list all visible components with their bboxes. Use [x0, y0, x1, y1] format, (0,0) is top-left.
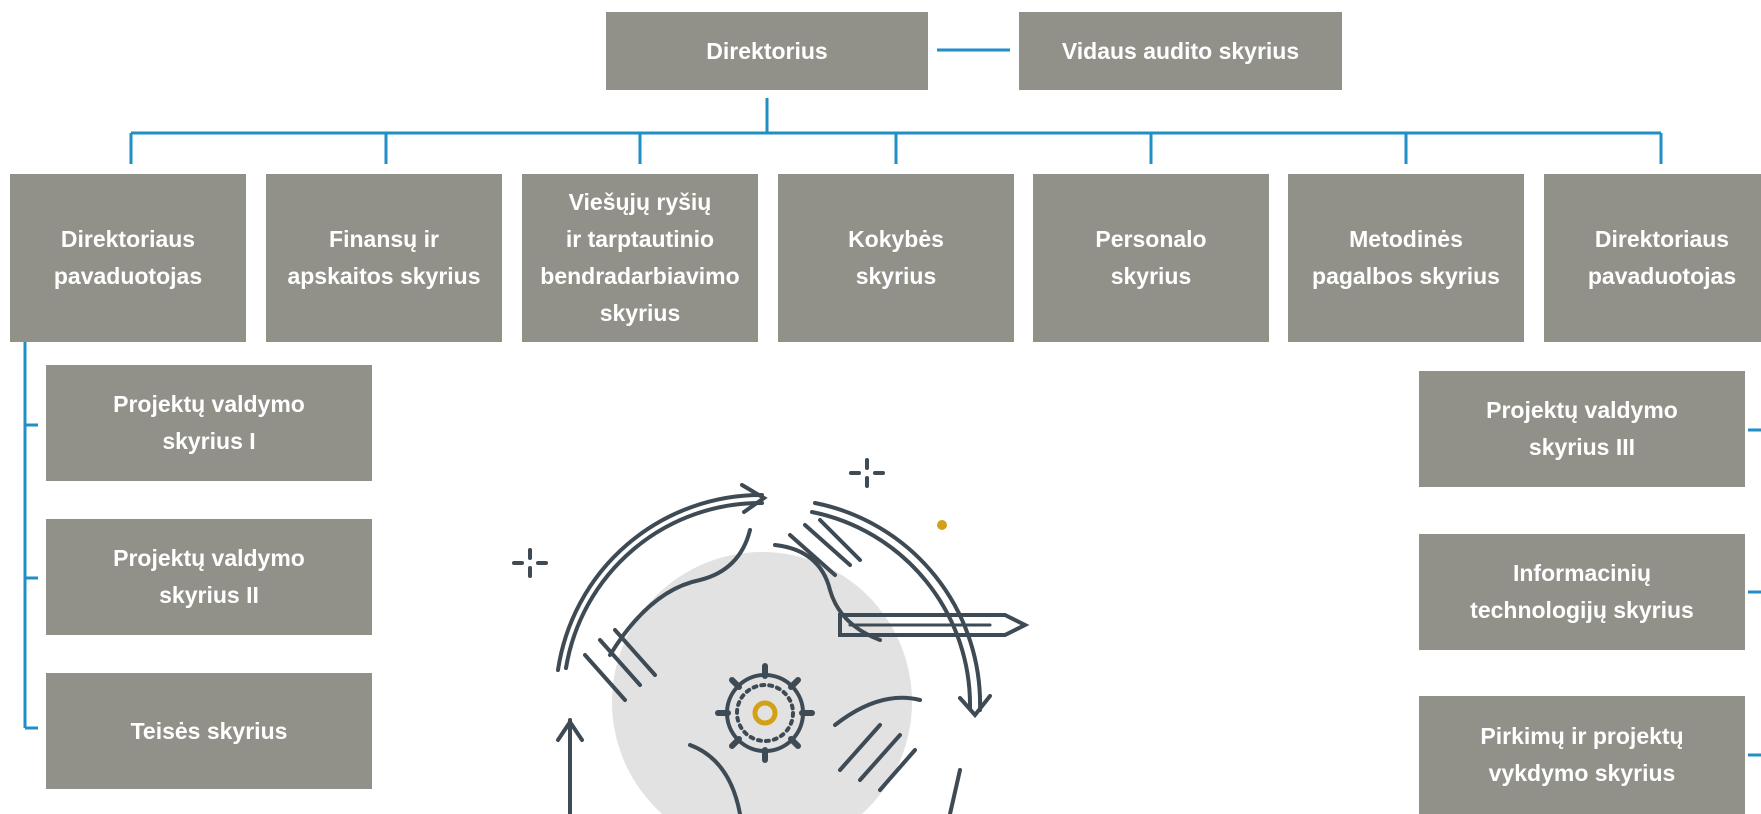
department-label: Projektų valdymo skyrius II: [113, 545, 305, 608]
department-label: Pirkimų ir projektų vykdymo skyrius: [1480, 723, 1684, 786]
department-label: Projektų valdymo skyrius III: [1486, 397, 1678, 460]
deputy-director-box-right: Direktoriaus pavaduotojas: [1544, 174, 1761, 342]
department-label: Kokybės skyrius: [848, 226, 944, 289]
hand-icon: [608, 528, 752, 657]
hand-icon: [583, 628, 657, 702]
internal-audit-box: Vidaus audito skyrius: [1019, 12, 1342, 90]
sparkle-icon: [849, 458, 885, 488]
quality-box: Kokybės skyrius: [778, 174, 1014, 342]
procurement-box: Pirkimų ir projektų vykdymo skyrius: [1419, 696, 1745, 814]
hand-icon: [838, 723, 917, 792]
sparkle-icon: [512, 548, 548, 578]
department-label: Projektų valdymo skyrius I: [113, 391, 305, 454]
project-management-2-box: Projektų valdymo skyrius II: [46, 519, 372, 635]
department-label: Informacinių technologijų skyrius: [1470, 560, 1694, 623]
hand-icon: [788, 518, 862, 577]
dot-icon: [937, 520, 947, 530]
hand-icon: [773, 543, 882, 642]
public-relations-box: Viešųjų ryšių ir tarptautinio bendradarb…: [522, 174, 758, 342]
personnel-box: Personalo skyrius: [1033, 174, 1269, 342]
project-management-3-box: Projektų valdymo skyrius III: [1419, 371, 1745, 487]
department-label: Metodinės pagalbos skyrius: [1312, 226, 1500, 289]
project-management-1-box: Projektų valdymo skyrius I: [46, 365, 372, 481]
teamwork-hands-gear-icon: [512, 458, 1030, 814]
finance-accounting-box: Finansų ir apskaitos skyrius: [266, 174, 502, 342]
hand-icon: [688, 743, 742, 814]
director-label: Direktorius: [706, 37, 828, 64]
deputy-director-box-left: Direktoriaus pavaduotojas: [10, 174, 246, 342]
cycle-arrow-icon: [810, 510, 973, 710]
department-label: Teisės skyrius: [130, 717, 288, 744]
pencil-icon: [838, 613, 1030, 637]
hand-icon: [833, 695, 922, 727]
it-box: Informacinių technologijų skyrius: [1419, 534, 1745, 650]
department-label: Viešųjų ryšių ir tarptautinio bendradarb…: [540, 189, 740, 326]
methodical-support-box: Metodinės pagalbos skyrius: [1288, 174, 1524, 342]
cycle-arrow-icon: [564, 500, 764, 670]
legal-box: Teisės skyrius: [46, 673, 372, 789]
cycle-arrow-icon: [813, 501, 983, 712]
department-label: Personalo skyrius: [1095, 226, 1207, 289]
background-circle-icon: [612, 552, 912, 814]
director-box: Direktorius: [606, 12, 928, 90]
cycle-arrow-icon: [556, 492, 764, 672]
department-label: Direktoriaus pavaduotojas: [1587, 226, 1737, 289]
department-label: Finansų ir apskaitos skyrius: [287, 226, 481, 289]
internal-audit-label: Vidaus audito skyrius: [1061, 37, 1300, 64]
cycle-arrow-icon: [948, 768, 962, 814]
department-label: Direktoriaus pavaduotojas: [53, 226, 203, 289]
